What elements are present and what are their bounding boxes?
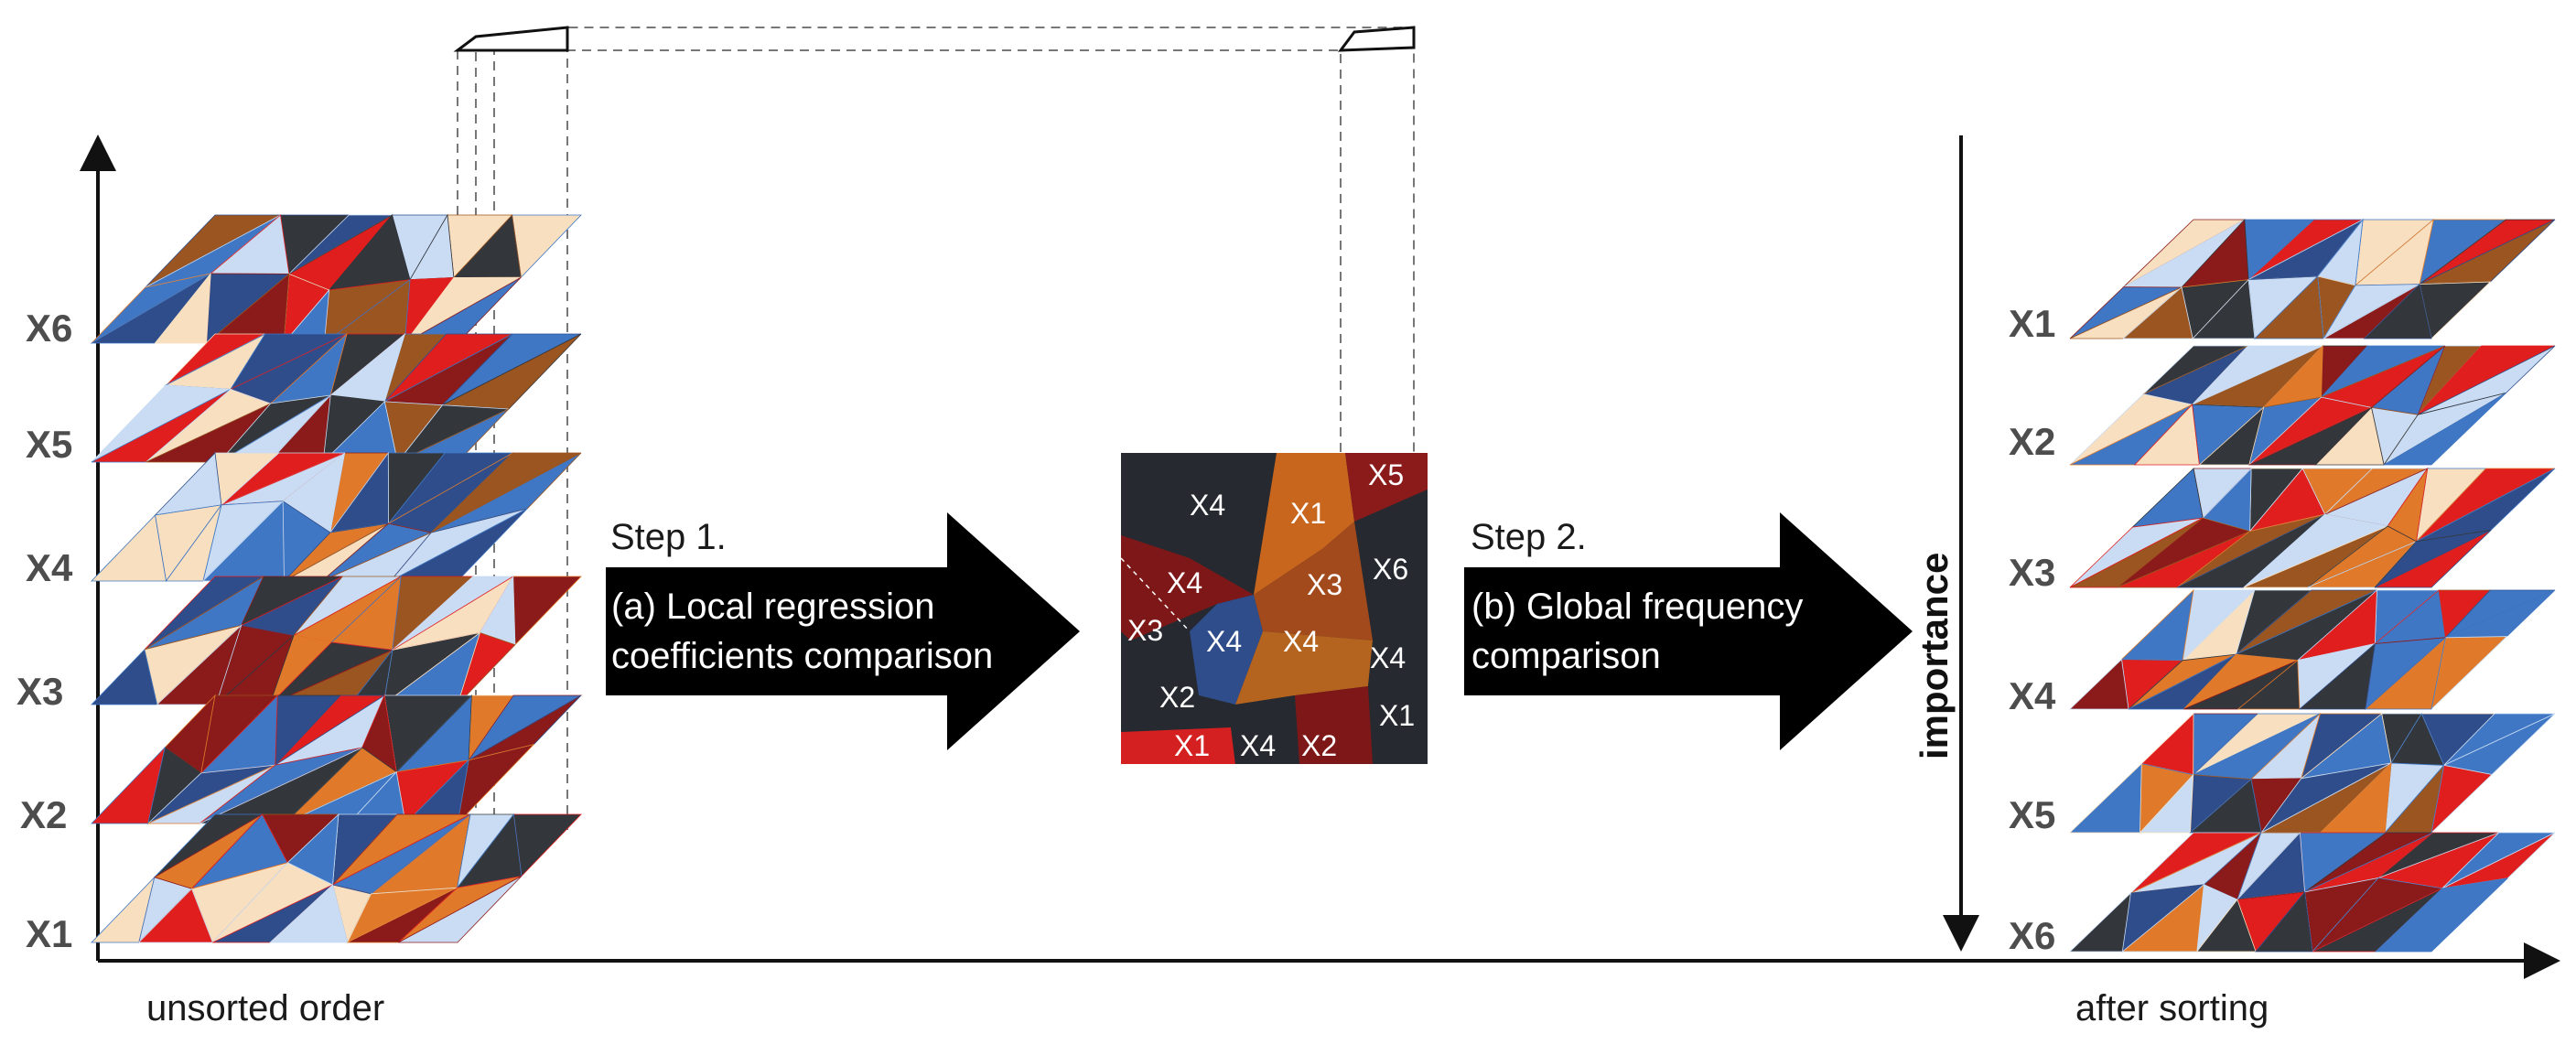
left-layer-label: X5: [26, 423, 72, 466]
map-labels: X5 X4 X1 X6 X4 X3 X3 X4 X4 X4 X2 X1 X1 X…: [1127, 458, 1415, 762]
map-cell-label: X3: [1307, 568, 1342, 601]
left-layer-label: X2: [20, 793, 67, 836]
map-cell: [1354, 490, 1428, 641]
after-sorting-caption: after sorting: [2075, 988, 2269, 1028]
map-cell-label: X1: [1174, 729, 1210, 762]
left-layer: [91, 694, 583, 825]
right-layer-label: X3: [2009, 551, 2055, 594]
right-layer: [2069, 218, 2556, 340]
map-cell-label: X1: [1379, 699, 1415, 732]
step1-title: Step 1.: [610, 517, 727, 557]
left-layer-labels: X6 X5 X4 X3 X2 X1: [16, 307, 73, 955]
step1-line1: (a) Local regression: [611, 587, 935, 627]
map-cell: [1121, 535, 1254, 641]
right-layer: [2069, 588, 2556, 711]
map-cell-label: X2: [1159, 681, 1195, 714]
left-layer: [91, 575, 582, 706]
left-layer-label: X4: [26, 546, 73, 589]
right-layer-label: X1: [2009, 302, 2055, 345]
right-layer: [2069, 832, 2556, 953]
map-cell-label: X3: [1127, 614, 1163, 647]
map-cell: [1295, 686, 1373, 764]
map-cell-label: X2: [1301, 729, 1337, 762]
map-cell: [1254, 522, 1373, 641]
map-cell-label: X4: [1206, 625, 1242, 658]
left-layer: [91, 332, 582, 464]
map-cell-label: X1: [1290, 497, 1326, 530]
map-cell-label: X4: [1190, 489, 1225, 522]
right-stack: [2069, 218, 2556, 953]
map-cell: [1231, 695, 1299, 764]
right-layer-label: X2: [2009, 420, 2055, 463]
left-layer: [91, 813, 582, 944]
step2-title: Step 2.: [1471, 517, 1587, 557]
left-layer: [91, 451, 582, 583]
step2-line1: (b) Global frequency: [1471, 587, 1803, 627]
map-cell-label: X4: [1167, 566, 1202, 599]
left-layer-label: X6: [26, 307, 72, 350]
map-cell-label: X5: [1368, 458, 1404, 491]
step2-line2: comparison: [1471, 636, 1661, 676]
combined-map: [1120, 453, 1428, 764]
right-layer-label: X6: [2009, 914, 2055, 957]
unsorted-caption: unsorted order: [146, 988, 384, 1028]
left-layer-label: X3: [16, 670, 63, 713]
map-cell: [1235, 631, 1373, 705]
map-cell: [1121, 695, 1235, 732]
left-stack: [90, 213, 583, 944]
right-layer: [2069, 344, 2556, 467]
step2-arrow: [1464, 512, 1913, 750]
map-cell: [1190, 595, 1263, 705]
map-cell: [1121, 631, 1199, 700]
step1-arrow: [606, 512, 1080, 750]
map-cell: [1345, 453, 1428, 522]
map-cell: [1121, 727, 1235, 764]
map-cell-label: X4: [1240, 729, 1276, 762]
step1-line2: coefficients comparison: [611, 636, 993, 676]
right-layer: [2069, 712, 2556, 834]
right-layer-label: X4: [2009, 674, 2056, 717]
projection-box-left: [453, 26, 1416, 52]
map-cell: [1254, 453, 1354, 595]
map-cell: [1368, 631, 1428, 764]
map-cell-label: X4: [1370, 641, 1406, 674]
right-layer: [2069, 467, 2556, 588]
left-layer-label: X1: [26, 912, 72, 955]
map-cell-label: X4: [1283, 625, 1319, 658]
left-layer: [90, 213, 582, 345]
importance-label: importance: [1913, 553, 1956, 759]
map-cell-label: X6: [1373, 553, 1408, 586]
right-layer-label: X5: [2009, 793, 2055, 836]
map-cell: [1121, 453, 1277, 595]
right-layer-labels: X1 X2 X3 X4 X5 X6: [2009, 302, 2056, 957]
